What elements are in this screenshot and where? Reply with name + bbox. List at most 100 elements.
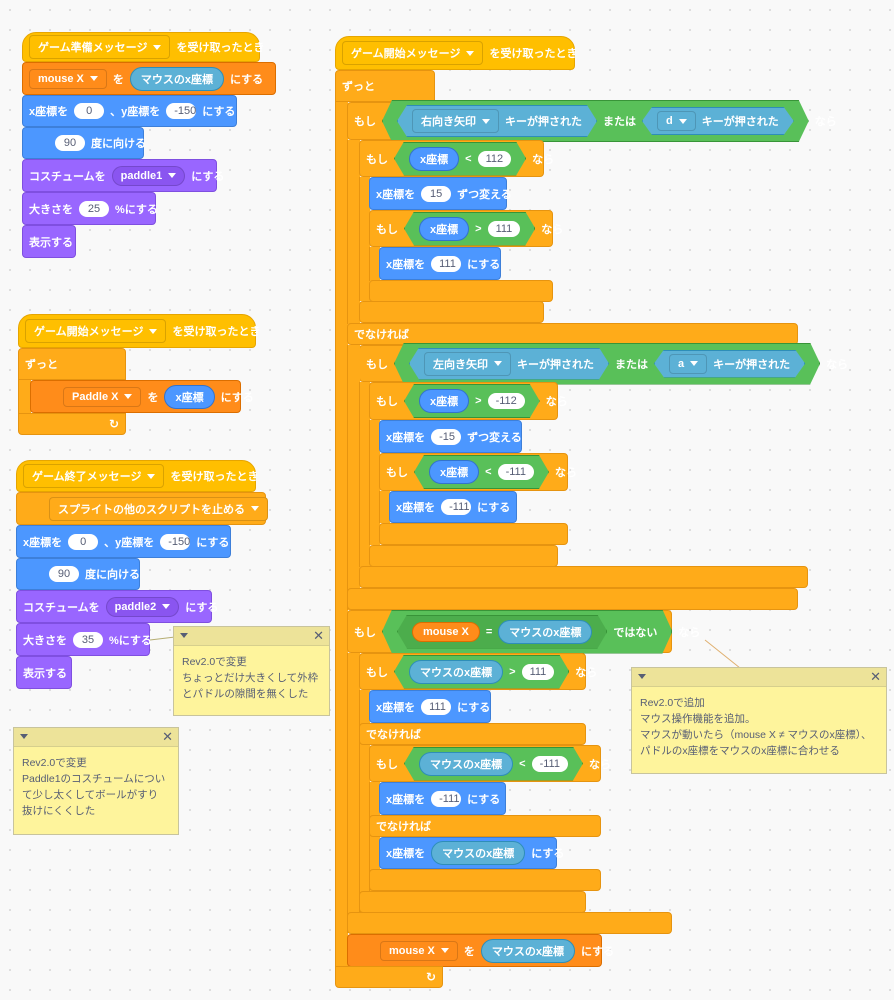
hat-when-receive-game-end[interactable]: ゲーム終了メッセージ を受け取ったとき [16,460,258,492]
size-input[interactable]: 35 [73,631,103,648]
mouse-x-variable-reporter[interactable]: mouse X [412,622,480,642]
key-dropdown[interactable]: 左向き矢印 [424,352,511,376]
message-dropdown[interactable]: ゲーム準備メッセージ [29,35,171,59]
value-input[interactable]: 111 [488,221,521,237]
close-icon[interactable]: ✕ [870,669,881,684]
set-size-block[interactable]: 大きさを 35 %にする [16,623,152,656]
key-dropdown[interactable]: a [669,354,707,374]
mouse-x-sensing-reporter[interactable]: マウスのx座標 [431,841,526,865]
costume-dropdown[interactable]: paddle1 [111,165,186,186]
note-header[interactable]: ✕ [14,728,178,747]
costume-dropdown[interactable]: paddle2 [105,596,180,617]
setx-input[interactable]: -111 [441,499,472,515]
chevron-down-icon[interactable] [20,734,28,739]
stop-dropdown[interactable]: スプライトの他のスクリプトを止める [49,496,268,521]
x-input[interactable]: 0 [74,103,105,119]
point-direction-block[interactable]: 90 度に向ける [22,127,146,159]
show-block[interactable]: 表示する [16,656,72,689]
x-position-reporter[interactable]: x座標 [419,389,469,413]
message-dropdown[interactable]: ゲーム開始メッセージ [25,319,167,343]
comment-note-1[interactable]: ✕ Rev2.0で変更 ちょっとだけ大きくして外枠 とパドルの隙間を無くした [173,626,330,716]
mouse-x-sensing-reporter[interactable]: マウスのx座標 [409,660,503,684]
forever-block[interactable]: ずっと [335,70,435,102]
lt-condition[interactable]: x座標 < -111 [414,455,549,489]
lt-condition[interactable]: マウスのx座標 < -111 [404,747,583,781]
x-position-reporter[interactable]: x座標 [409,147,459,171]
mouse-x-sensing-reporter[interactable]: マウスのx座標 [498,620,592,644]
equals-condition[interactable]: mouse X = マウスのx座標 [397,615,607,649]
forever-block[interactable]: ずっと [18,348,126,380]
if-x-gt-neg112[interactable]: もし x座標 > -112 なら [369,382,568,420]
set-variable-block[interactable]: Paddle X を x座標 にする [30,380,254,413]
set-size-block[interactable]: 大きさを 25 %にする [22,192,158,225]
chevron-down-icon[interactable] [638,674,646,679]
gt-condition[interactable]: x座標 > 111 [404,212,535,246]
value-input[interactable]: -111 [498,464,534,480]
mouse-x-sensing-reporter[interactable]: マウスのx座標 [419,752,513,776]
value-input[interactable]: -111 [532,756,568,772]
note-text[interactable]: Rev2.0で変更 ちょっとだけ大きくして外枠 とパドルの隙間を無くした [182,656,319,700]
y-input[interactable]: -150 [166,103,196,119]
hat-when-receive-game-prep[interactable]: ゲーム準備メッセージ を受け取ったとき [22,32,264,62]
change-x-block[interactable]: x座標を -15 ずつ変える [379,420,522,453]
goto-xy-block[interactable]: x座標を 0 、y座標を -150 にする [16,525,231,558]
close-icon[interactable]: ✕ [313,628,324,643]
change-x-block[interactable]: x座標を 15 ずつ変える [369,177,512,210]
setx-input[interactable]: 111 [421,698,452,715]
set-x-block[interactable]: x座標を 111 にする [379,247,501,280]
set-variable-block[interactable]: mouse X を マウスのx座標 にする [22,62,276,95]
x-position-reporter[interactable]: x座標 [429,460,479,484]
point-direction-block[interactable]: 90 度に向ける [16,558,140,590]
message-dropdown[interactable]: ゲーム開始メッセージ [342,41,484,65]
note-text[interactable]: Rev2.0で変更 Paddle1のコスチュームについ て少し太くしてボールがす… [22,757,166,817]
set-x-block[interactable]: x座標を 111 にする [369,690,491,723]
set-variable-block[interactable]: mouse X を マウスのx座標 にする [347,934,614,967]
note-text[interactable]: Rev2.0で追加 マウス操作機能を追加。 マウスが動いたら（mouse X ≠… [640,697,872,757]
set-x-block[interactable]: x座標を -111 にする [389,491,517,523]
lt-condition[interactable]: x座標 < 112 [394,142,526,176]
show-block[interactable]: 表示する [22,225,76,258]
note-header[interactable]: ✕ [632,668,886,687]
direction-input[interactable]: 90 [55,135,85,151]
stop-block[interactable]: スプライトの他のスクリプトを止める [16,492,268,525]
comment-note-3[interactable]: ✕ Rev2.0で追加 マウス操作機能を追加。 マウスが動いたら（mouse X… [631,667,887,774]
setx-input[interactable]: -111 [431,790,462,807]
if-x-lt-112[interactable]: もし x座標 < 112 なら [359,140,554,177]
comment-note-2[interactable]: ✕ Rev2.0で変更 Paddle1のコスチュームについ て少し太くしてボール… [13,727,179,835]
key-dropdown[interactable]: 右向き矢印 [412,109,499,133]
variable-dropdown[interactable]: mouse X [29,68,107,89]
change-input[interactable]: 15 [421,185,452,202]
close-icon[interactable]: ✕ [162,729,173,744]
goto-xy-block[interactable]: x座標を 0 、y座標を -150 にする [22,95,237,127]
key-pressed-right[interactable]: 右向き矢印キーが押された [397,105,597,137]
chevron-down-icon[interactable] [180,633,188,638]
switch-costume-block[interactable]: コスチュームを paddle1 にする [22,159,224,192]
if-x-lt-neg111[interactable]: もし x座標 < -111 なら [379,453,577,491]
gt-condition[interactable]: x座標 > -112 [404,384,540,418]
direction-input[interactable]: 90 [49,566,79,582]
y-input[interactable]: -150 [160,533,190,550]
key-dropdown[interactable]: d [657,111,696,131]
value-input[interactable]: -112 [488,393,525,409]
set-x-block[interactable]: x座標を -111 にする [379,782,506,815]
value-input[interactable]: 111 [522,664,555,680]
if-x-gt-111[interactable]: もし x座標 > 111 なら [369,210,563,247]
key-pressed-left[interactable]: 左向き矢印キーが押された [409,348,609,380]
variable-dropdown[interactable]: Paddle X [63,386,142,407]
size-input[interactable]: 25 [79,200,109,217]
mouse-x-sensing-reporter[interactable]: マウスのx座標 [480,938,575,963]
variable-dropdown[interactable]: mouse X [380,940,458,961]
if-else-mouse-lt-neg111[interactable]: もし マウスのx座標 < -111 なら [369,745,611,782]
note-header[interactable]: ✕ [174,627,329,646]
hat-when-receive-game-start[interactable]: ゲーム開始メッセージ を受け取ったとき [18,314,260,348]
set-x-to-mouse-block[interactable]: x座標を マウスのx座標 にする [379,837,564,869]
if-else-mouse-gt-111[interactable]: もし マウスのx座標 > 111 なら [359,653,597,690]
value-input[interactable]: 112 [478,151,512,167]
mouse-x-reporter[interactable]: マウスのx座標 [129,66,224,91]
not-condition[interactable]: mouse X = マウスのx座標 ではない [382,610,672,654]
